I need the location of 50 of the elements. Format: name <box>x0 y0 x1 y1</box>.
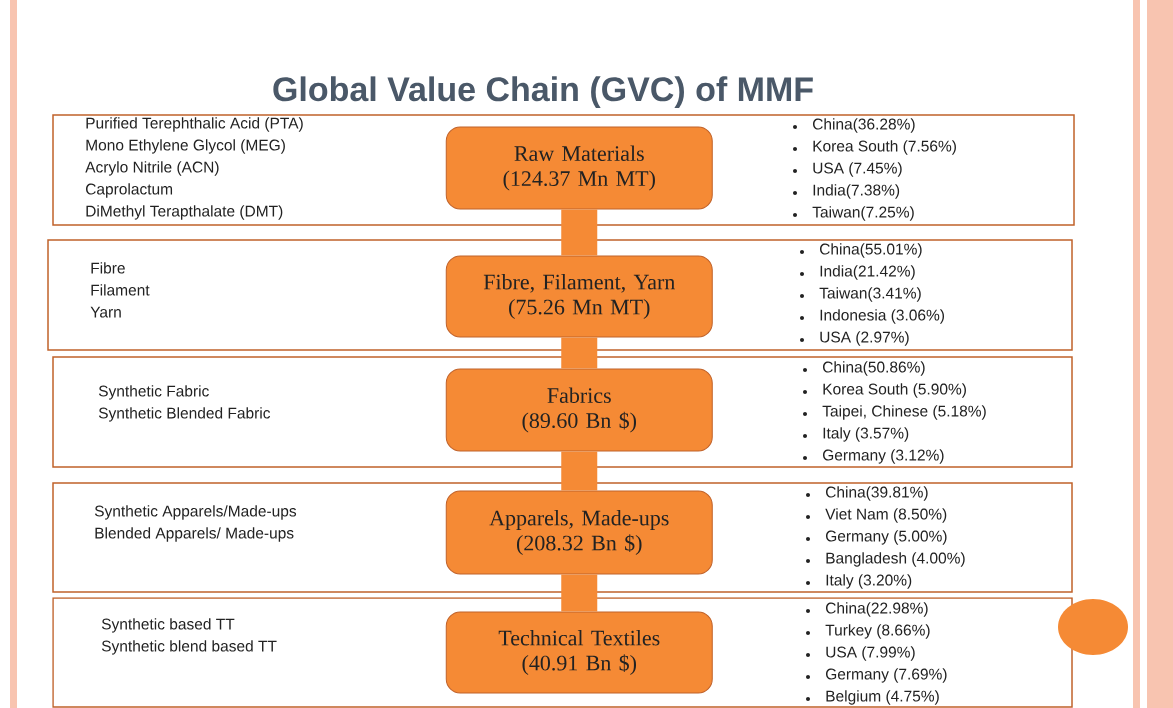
node-label: Indonesia (3.06%) <box>820 309 945 324</box>
node-label: Caprolactum <box>85 183 173 198</box>
node-label: Turkey (8.66%) <box>825 624 930 639</box>
node-label: Italy (3.20%) <box>826 574 912 589</box>
node-label: Germany (7.69%) <box>825 668 947 683</box>
connector-bar <box>561 574 598 612</box>
stage-box: Fabrics (89.60 Bn $) <box>445 368 713 452</box>
item-list: Synthetic Fabric Synthetic Blended Fabric <box>98 385 271 422</box>
bullet-list: China(55.01%) India(21.42%) Taiwan(3.41%) Indonesia (3.06%) USA (2.97%) <box>819 243 944 346</box>
node-label: USA (2.97%) <box>820 331 909 346</box>
node-label: Taiwan(7.25%) <box>812 206 914 221</box>
node-label: China(22.98%) <box>825 602 928 617</box>
stage-box: Apparels, Made-ups (208.32 Bn $) <box>445 490 713 575</box>
bullet-list: China(36.28%) Korea South (7.56%) USA (7.45%) India(7.38%) Taiwan(7.25%) <box>812 118 956 221</box>
item-list: Synthetic Apparels/Made-ups Blended Apparels/ Made-ups <box>94 505 297 542</box>
connector-bar <box>561 337 598 369</box>
node-label: Taipei, Chinese (5.18%) <box>822 405 986 420</box>
node-label: Italy (3.57%) <box>823 427 909 442</box>
title: Global Value Chain (GVC) of MMF <box>273 76 813 109</box>
node-label: China(39.81%) <box>825 486 928 501</box>
item-list: Fibre Filament Yarn <box>90 262 150 318</box>
node-label: Korea South (5.90%) <box>823 383 966 398</box>
node-label: Germany (5.00%) <box>825 530 947 545</box>
node-label: DiMethyl Terapthalate (DMT) <box>86 205 283 220</box>
node-label: Acrylo Nitrile (ACN) <box>85 161 219 176</box>
node-label: Bangladesh (4.00%) <box>826 552 965 567</box>
item-list: Synthetic based TT Synthetic blend based TT <box>101 618 277 655</box>
node-label: USA (7.45%) <box>813 162 902 177</box>
node-label: China(50.86%) <box>822 361 925 376</box>
item-list: Purified Terephthalic Acid (PTA) Mono Ethylene Glycol (MEG) Acrylo Nitrile (ACN) Caprolactum DiMethyl Terapthalate (DMT) <box>85 117 303 220</box>
node-label: Belgium (4.75%) <box>826 690 939 705</box>
connector-bar <box>561 209 598 256</box>
bullet-list: China(22.98%) Turkey (8.66%) USA (7.99%) Germany (7.69%) Belgium (4.75%) <box>825 602 947 705</box>
stage-box: Fibre, Filament, Yarn (75.26 Mn MT) <box>445 255 713 338</box>
node-label: Viet Nam (8.50%) <box>825 508 947 523</box>
bullet-list: China(39.81%) Viet Nam (8.50%) Germany (5.00%) Bangladesh (4.00%) Italy (3.20%) <box>825 486 965 589</box>
node-label: Mono Ethylene Glycol (MEG) <box>86 139 285 154</box>
node-label: Korea South (7.56%) <box>813 140 956 155</box>
node-label: Taiwan(3.41%) <box>819 287 921 302</box>
bullet-list: China(50.86%) Korea South (5.90%) Taipei, Chinese (5.18%) Italy (3.57%) Germany (3.12%) <box>822 361 986 464</box>
node-label: China(55.01%) <box>819 243 922 258</box>
stage-box: Technical Textiles (40.91 Bn $) <box>445 611 713 694</box>
node-label: USA (7.99%) <box>826 646 915 661</box>
node-label: Germany (3.12%) <box>822 449 944 464</box>
node-label: Purified Terephthalic Acid (PTA) <box>86 117 303 132</box>
node-label: China(36.28%) <box>812 118 915 133</box>
connector-bar <box>561 451 598 491</box>
node-label: India(21.42%) <box>820 265 915 280</box>
stage-box: Raw Materials (124.37 Mn MT) <box>445 126 713 210</box>
node-label: India(7.38%) <box>813 184 900 199</box>
